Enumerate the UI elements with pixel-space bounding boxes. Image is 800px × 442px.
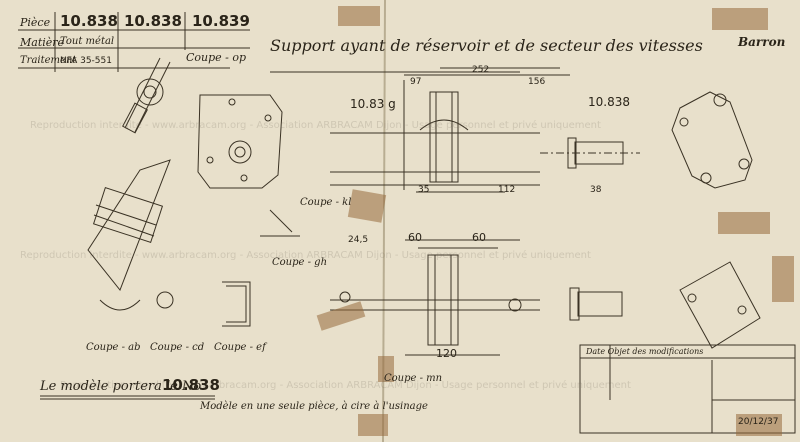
watermark: Reproduction interdite - www.arbracam.or…	[60, 380, 631, 391]
modification-header: Date Objet des modifications	[586, 347, 704, 356]
drawing-title: Support ayant de réservoir et de secteur…	[270, 36, 703, 55]
signature: Barron	[738, 35, 786, 49]
piece-number: 10.838	[124, 12, 182, 30]
tape-piece	[736, 414, 782, 436]
dimension-label: 60	[472, 231, 486, 244]
dimension-label: 120	[436, 347, 457, 360]
dimension-label: 38	[590, 185, 602, 195]
tape-piece	[358, 414, 388, 436]
view-label-coupe-kl: Coupe - kl	[300, 197, 352, 208]
dimension-label: 252	[472, 65, 490, 75]
view-label-coupe-ab: Coupe - ab	[86, 342, 141, 353]
part-label: 10.83 g	[350, 97, 396, 111]
tape-piece	[772, 256, 794, 302]
tape-piece	[718, 212, 770, 234]
model-number: 10.838	[162, 376, 220, 394]
dimension-label: 156	[528, 77, 546, 87]
matiere-label: Matière	[20, 36, 65, 49]
tape-piece	[338, 6, 380, 26]
view-label-coupe-op: Coupe - op	[186, 51, 247, 64]
part-label: 10.838	[588, 95, 630, 109]
dimension-label: 60	[408, 231, 422, 244]
traitement-value: NFA 35-551	[60, 56, 112, 66]
view-label-coupe-gh: Coupe - gh	[272, 257, 328, 268]
tape-piece	[712, 8, 768, 30]
view-label-coupe-ef: Coupe - ef	[214, 342, 266, 353]
dimension-label: 35	[418, 185, 430, 195]
tape-piece	[378, 356, 394, 382]
piece-label: Pièce	[20, 16, 51, 29]
tape-piece	[347, 189, 387, 223]
dimension-label: 24,5	[348, 235, 369, 245]
drawing-date: 20/12/37	[738, 417, 779, 427]
watermark: Reproduction interdite - www.arbracam.or…	[30, 120, 601, 131]
view-label-coupe-mn: Coupe - mn	[384, 373, 443, 384]
matiere-value: Tout métal	[60, 36, 115, 47]
watermark: Reproduction interdite - www.arbracam.or…	[20, 250, 591, 261]
casting-note: Modèle en une seule pièce, à cire à l'us…	[200, 401, 428, 412]
dimension-label: 97	[410, 77, 422, 87]
piece-number: 10.838	[60, 12, 118, 30]
model-note: Le modèle portera le No	[40, 379, 202, 394]
piece-number: 10.839	[192, 12, 250, 30]
view-label-coupe-cd: Coupe - cd	[150, 342, 205, 353]
traitement-label: Traitement	[20, 55, 77, 66]
dimension-label: 112	[498, 185, 516, 195]
